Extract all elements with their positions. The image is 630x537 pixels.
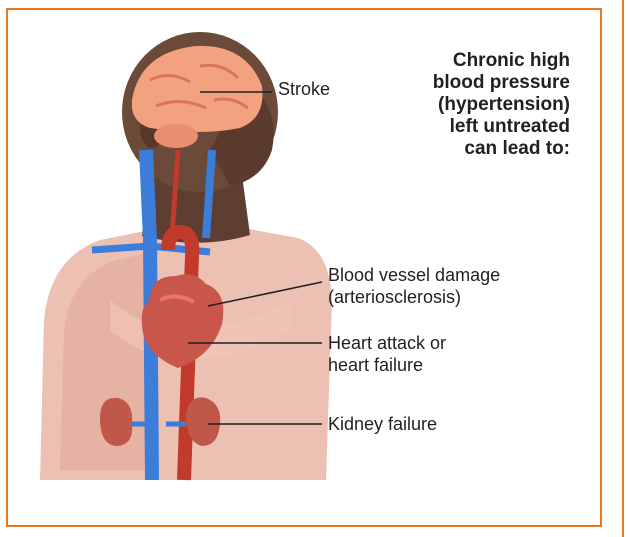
heading-line: can lead to: bbox=[402, 138, 570, 160]
label-kidney-failure: Kidney failure bbox=[328, 413, 437, 435]
heading-line: Chronic high bbox=[402, 50, 570, 72]
heading-line: left untreated bbox=[402, 116, 570, 138]
label-stroke: Stroke bbox=[278, 78, 330, 100]
label-blood-vessel-damage: Blood vessel damage (arteriosclerosis) bbox=[328, 264, 500, 308]
label-heart-line: heart failure bbox=[328, 354, 446, 376]
label-vessel-line: (arteriosclerosis) bbox=[328, 286, 500, 308]
heading-line: (hypertension) bbox=[402, 94, 570, 116]
kidney-left bbox=[100, 398, 132, 446]
label-kidney-text: Kidney failure bbox=[328, 413, 437, 435]
label-heart-line: Heart attack or bbox=[328, 332, 446, 354]
label-stroke-text: Stroke bbox=[278, 78, 330, 100]
cerebellum bbox=[154, 124, 198, 148]
label-heart-attack: Heart attack or heart failure bbox=[328, 332, 446, 376]
label-vessel-line: Blood vessel damage bbox=[328, 264, 500, 286]
heading: Chronic high blood pressure (hypertensio… bbox=[402, 50, 570, 160]
heading-line: blood pressure bbox=[402, 72, 570, 94]
